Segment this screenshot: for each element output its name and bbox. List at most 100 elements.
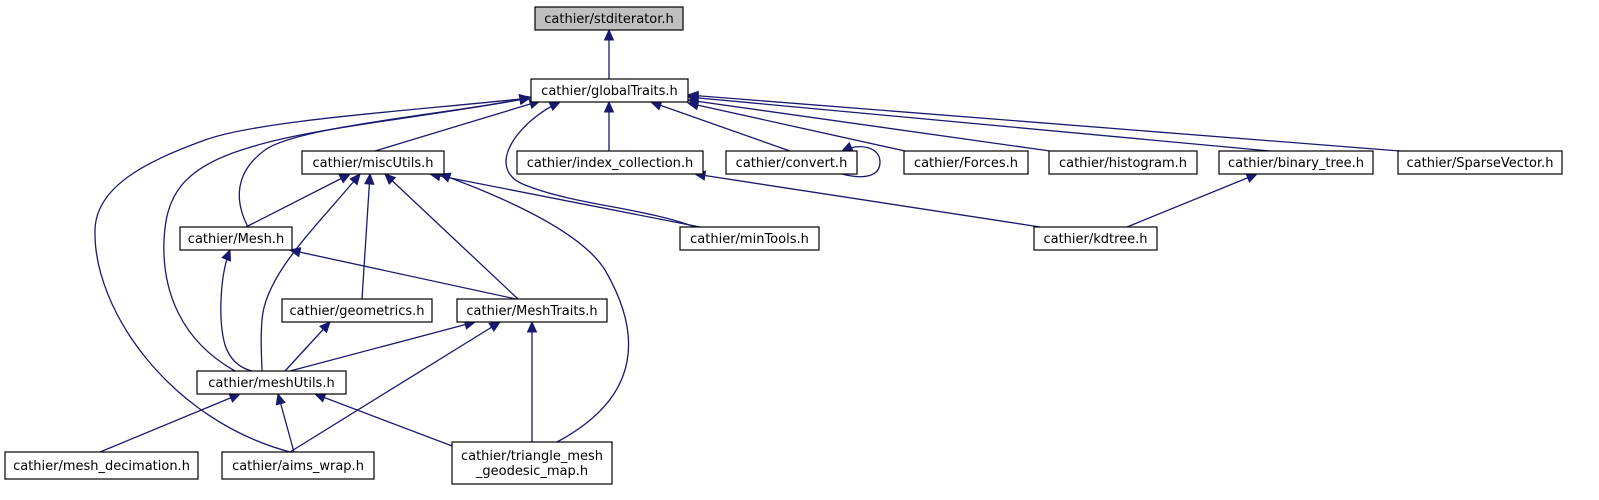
node-label: cathier/index_collection.h (527, 156, 694, 171)
edge-line (439, 173, 630, 443)
node-globalTraits[interactable]: cathier/globalTraits.h (530, 78, 689, 103)
edge-line (220, 249, 253, 372)
edge-geometrics-to-miscUtils (361, 172, 375, 300)
edge-SparseVector-to-globalTraits (686, 90, 1401, 152)
node-box (1048, 150, 1198, 175)
node-kdtree[interactable]: cathier/kdtree.h (1033, 226, 1158, 251)
node-box (196, 370, 347, 395)
edge-line (163, 97, 531, 372)
node-box (1218, 150, 1374, 175)
edge-arrowhead (1245, 173, 1259, 183)
edge-line (384, 173, 519, 300)
edge-line (284, 321, 331, 372)
edge-arrowhead (228, 393, 242, 403)
edge-index_collection-to-globalTraits (603, 100, 615, 151)
node-minTools[interactable]: cathier/minTools.h (679, 226, 820, 251)
node-stditerator[interactable]: cathier/stditerator.h (534, 6, 684, 31)
edge-line (289, 249, 517, 300)
edge-aims_wrap-to-meshUtils (275, 392, 295, 453)
node-label: cathier/aims_wrap.h (232, 459, 364, 474)
edge-MeshTraits-to-Mesh (288, 247, 517, 300)
edge-globalTraits-to-stditerator (603, 28, 615, 79)
node-histogram[interactable]: cathier/histogram.h (1048, 150, 1198, 175)
edge-arrowhead (840, 141, 854, 152)
node-label: cathier/miscUtils.h (313, 156, 434, 171)
edge-arrowhead (288, 247, 302, 258)
nodes-layer: cathier/stditerator.h cathier/globalTrait… (4, 6, 1563, 485)
node-MeshTraits[interactable]: cathier/MeshTraits.h (456, 298, 608, 323)
edge-MeshTraits-to-miscUtils (384, 173, 519, 300)
node-label: cathier/globalTraits.h (541, 84, 678, 99)
node-box (1033, 226, 1158, 251)
node-box (4, 451, 199, 480)
node-SparseVector[interactable]: cathier/SparseVector.h (1397, 150, 1563, 175)
edge-line (687, 102, 906, 152)
edge-kdtree-to-binary_tree (1126, 173, 1259, 228)
edge-arrowhead (319, 321, 331, 334)
edge-line (361, 173, 371, 300)
node-label: _geodesic_map.h (475, 464, 588, 479)
node-box (725, 150, 858, 175)
node-triangle_mesh_geodesic_map[interactable]: cathier/triangle_mesh_geodesic_map.h (451, 441, 613, 485)
edge-line (314, 393, 469, 453)
edge-line (374, 100, 541, 152)
node-label: cathier/convert.h (736, 156, 848, 171)
edge-meshUtils-to-Mesh (220, 248, 253, 372)
edge-line (289, 321, 476, 372)
edge-line (94, 97, 531, 453)
node-box (1397, 150, 1563, 175)
edge-triangle_mesh_geodesic_map-to-miscUtils (438, 172, 630, 443)
edge-arrowhead (349, 173, 361, 186)
node-label: cathier/MeshTraits.h (466, 304, 597, 319)
edge-aims_wrap-to-MeshTraits (289, 321, 502, 453)
node-mesh_decimation[interactable]: cathier/mesh_decimation.h (4, 451, 199, 480)
edge-Mesh-to-miscUtils (245, 173, 352, 228)
edge-line (99, 393, 241, 453)
node-label: cathier/histogram.h (1059, 156, 1187, 171)
edge-arrowhead (603, 100, 615, 113)
edge-line (687, 99, 1051, 152)
edge-meshUtils-to-miscUtils (260, 173, 361, 372)
edge-minTools-to-miscUtils (428, 170, 701, 228)
node-Forces[interactable]: cathier/Forces.h (903, 150, 1029, 175)
edge-line (841, 146, 881, 178)
node-box (451, 441, 613, 485)
node-label: cathier/Mesh.h (188, 232, 284, 247)
node-box (903, 150, 1029, 175)
edge-triangle_mesh_geodesic_map-to-MeshTraits (526, 320, 538, 442)
node-label: cathier/binary_tree.h (1228, 156, 1364, 171)
edge-line (687, 96, 1271, 152)
node-geometrics[interactable]: cathier/geometrics.h (281, 298, 433, 323)
edge-line (694, 173, 1041, 228)
node-label: cathier/SparseVector.h (1407, 156, 1554, 171)
edge-line (505, 101, 696, 228)
node-label: cathier/geometrics.h (290, 304, 425, 319)
node-aims_wrap[interactable]: cathier/aims_wrap.h (221, 451, 375, 480)
node-index_collection[interactable]: cathier/index_collection.h (516, 150, 704, 175)
node-convert[interactable]: cathier/convert.h (725, 150, 858, 175)
edge-arrowhead (275, 392, 286, 406)
edge-line (687, 94, 1401, 152)
edge-line (429, 173, 701, 228)
node-box (534, 6, 684, 31)
node-meshUtils[interactable]: cathier/meshUtils.h (196, 370, 347, 395)
node-label: cathier/minTools.h (690, 232, 809, 247)
node-label: cathier/kdtree.h (1043, 232, 1147, 247)
edge-meshUtils-to-geometrics (284, 321, 331, 372)
edge-arrowhead (384, 173, 397, 186)
edge-arrowhead (548, 101, 562, 112)
node-miscUtils[interactable]: cathier/miscUtils.h (301, 150, 445, 175)
node-label: cathier/meshUtils.h (208, 376, 334, 391)
node-label: cathier/mesh_decimation.h (13, 459, 190, 474)
node-label: cathier/Forces.h (914, 156, 1018, 171)
node-box (281, 298, 433, 323)
edge-meshUtils-to-MeshTraits (289, 319, 477, 372)
edge-mesh_decimation-to-meshUtils (99, 393, 242, 453)
edge-arrowhead (518, 93, 532, 105)
node-Mesh[interactable]: cathier/Mesh.h (179, 226, 293, 251)
node-binary_tree[interactable]: cathier/binary_tree.h (1218, 150, 1374, 175)
edge-arrowhead (221, 248, 231, 262)
node-box (456, 298, 608, 323)
edge-line (650, 101, 791, 152)
